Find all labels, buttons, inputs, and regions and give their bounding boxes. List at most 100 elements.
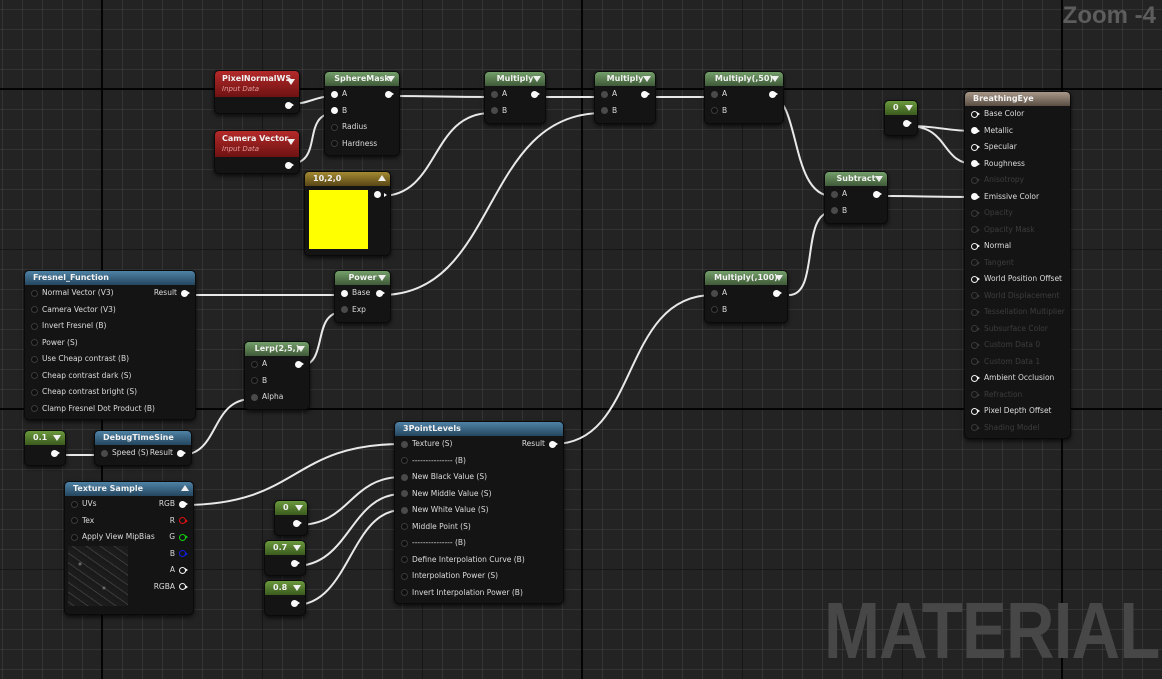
node-header[interactable]: SphereMask	[325, 72, 399, 86]
result-pin[interactable]: Base Color	[971, 106, 1024, 123]
result-pin[interactable]: World Position Offset	[971, 271, 1062, 288]
input-pin[interactable]	[711, 289, 718, 297]
node-header[interactable]: BreathingEye	[965, 92, 1070, 106]
output-pin[interactable]	[903, 119, 910, 127]
collapse-arrow-icon[interactable]	[293, 545, 301, 551]
input-pin[interactable]	[71, 517, 78, 525]
node-fresnel-function[interactable]: Fresnel_Function Normal Vector (V3) Resu…	[24, 270, 196, 420]
input-pin[interactable]	[31, 388, 38, 396]
output-pin[interactable]	[873, 190, 880, 198]
node-header[interactable]: 10,2,0	[305, 172, 390, 186]
input-pin[interactable]	[971, 193, 978, 201]
result-pin[interactable]: Refraction	[971, 387, 1022, 404]
input-pin[interactable]	[31, 306, 38, 314]
node-header[interactable]: Multiply(,50)	[705, 72, 783, 86]
node-color-constant[interactable]: 10,2,0	[304, 171, 391, 256]
input-pin[interactable]	[341, 306, 348, 314]
node-header[interactable]: Power	[335, 271, 390, 285]
node-3-point-levels[interactable]: 3PointLevels Texture (S) Result --------…	[394, 421, 564, 604]
input-pin[interactable]	[331, 90, 338, 98]
input-pin[interactable]	[31, 339, 38, 347]
expand-arrow-icon[interactable]	[378, 175, 386, 181]
collapse-arrow-icon[interactable]	[287, 139, 295, 145]
input-pin[interactable]	[401, 523, 408, 531]
output-pin-rgb[interactable]	[179, 500, 186, 508]
node-header[interactable]: Multiply(,100)	[705, 271, 787, 285]
collapse-arrow-icon[interactable]	[771, 76, 779, 82]
input-pin[interactable]	[331, 123, 338, 131]
result-pin[interactable]: Emissive Color	[971, 189, 1039, 206]
node-multiply-1[interactable]: Multiply A B	[484, 71, 546, 124]
output-pin[interactable]	[531, 90, 538, 98]
input-pin[interactable]	[601, 107, 608, 115]
input-pin[interactable]	[601, 90, 608, 98]
input-pin[interactable]	[491, 107, 498, 115]
input-pin[interactable]	[401, 440, 408, 448]
output-pin[interactable]	[641, 90, 648, 98]
result-pin[interactable]: Opacity Mask	[971, 222, 1035, 239]
result-pin[interactable]: Metallic	[971, 123, 1013, 140]
input-pin[interactable]	[401, 539, 408, 547]
node-header[interactable]: PixelNormalWS Input Data	[215, 71, 299, 97]
input-pin[interactable]	[831, 207, 838, 215]
result-pin[interactable]: Custom Data 0	[971, 337, 1040, 354]
input-pin[interactable]	[71, 533, 78, 541]
output-pin[interactable]	[769, 90, 776, 98]
collapse-arrow-icon[interactable]	[295, 505, 303, 511]
input-pin[interactable]	[491, 90, 498, 98]
result-pin[interactable]: Custom Data 1	[971, 354, 1040, 371]
result-pin[interactable]: Normal	[971, 238, 1011, 255]
texture-preview-thumbnail[interactable]	[68, 546, 128, 606]
input-pin[interactable]	[401, 457, 408, 465]
input-pin[interactable]	[711, 306, 718, 314]
input-pin[interactable]	[711, 90, 718, 98]
expand-arrow-icon[interactable]	[181, 485, 189, 491]
input-pin[interactable]	[31, 372, 38, 380]
output-pin[interactable]	[181, 289, 188, 297]
output-pin[interactable]	[376, 289, 383, 297]
input-pin[interactable]	[71, 500, 78, 508]
node-header[interactable]: 3PointLevels	[395, 422, 563, 436]
node-pixel-normal-ws[interactable]: PixelNormalWS Input Data	[214, 70, 300, 114]
node-multiply-50[interactable]: Multiply(,50) A B	[704, 71, 784, 124]
input-pin[interactable]	[831, 190, 838, 198]
input-pin[interactable]	[971, 160, 978, 168]
node-header[interactable]: 0.1	[25, 431, 65, 445]
collapse-arrow-icon[interactable]	[387, 76, 395, 82]
node-header[interactable]: Lerp(2,5,)	[245, 342, 309, 356]
input-pin[interactable]	[711, 107, 718, 115]
node-header[interactable]: Camera Vector Input Data	[215, 131, 299, 157]
input-pin[interactable]	[31, 405, 38, 413]
result-pin[interactable]: Roughness	[971, 156, 1025, 173]
node-header[interactable]: Subtract	[825, 172, 887, 186]
node-header[interactable]: DebugTimeSine	[95, 431, 191, 445]
input-pin[interactable]	[401, 506, 408, 514]
output-pin[interactable]	[51, 449, 58, 457]
collapse-arrow-icon[interactable]	[293, 585, 301, 591]
output-pin[interactable]	[285, 161, 292, 169]
collapse-arrow-icon[interactable]	[905, 105, 913, 111]
node-header[interactable]: 0	[885, 101, 917, 115]
output-pin[interactable]	[549, 440, 556, 448]
node-constant-0-7[interactable]: 0.7	[264, 540, 306, 576]
node-constant-0[interactable]: 0	[274, 500, 308, 536]
node-multiply-100[interactable]: Multiply(,100) A B	[704, 270, 788, 323]
collapse-arrow-icon[interactable]	[533, 76, 541, 82]
output-pin[interactable]	[773, 289, 780, 297]
result-pin[interactable]: Anisotropy	[971, 172, 1024, 189]
input-pin[interactable]	[401, 589, 408, 597]
node-multiply-2[interactable]: Multiply A B	[594, 71, 656, 124]
node-camera-vector[interactable]: Camera Vector Input Data	[214, 130, 300, 174]
input-pin[interactable]	[331, 140, 338, 148]
node-header[interactable]: Multiply	[485, 72, 545, 86]
input-pin[interactable]	[331, 107, 338, 115]
output-pin[interactable]	[177, 449, 184, 457]
input-pin[interactable]	[251, 360, 258, 368]
node-header[interactable]: Fresnel_Function	[25, 271, 195, 285]
collapse-arrow-icon[interactable]	[775, 275, 783, 281]
input-pin[interactable]	[101, 449, 108, 457]
result-pin[interactable]: Tessellation Multiplier	[971, 304, 1065, 321]
input-pin[interactable]	[31, 289, 38, 297]
result-pin[interactable]: Specular	[971, 139, 1017, 156]
